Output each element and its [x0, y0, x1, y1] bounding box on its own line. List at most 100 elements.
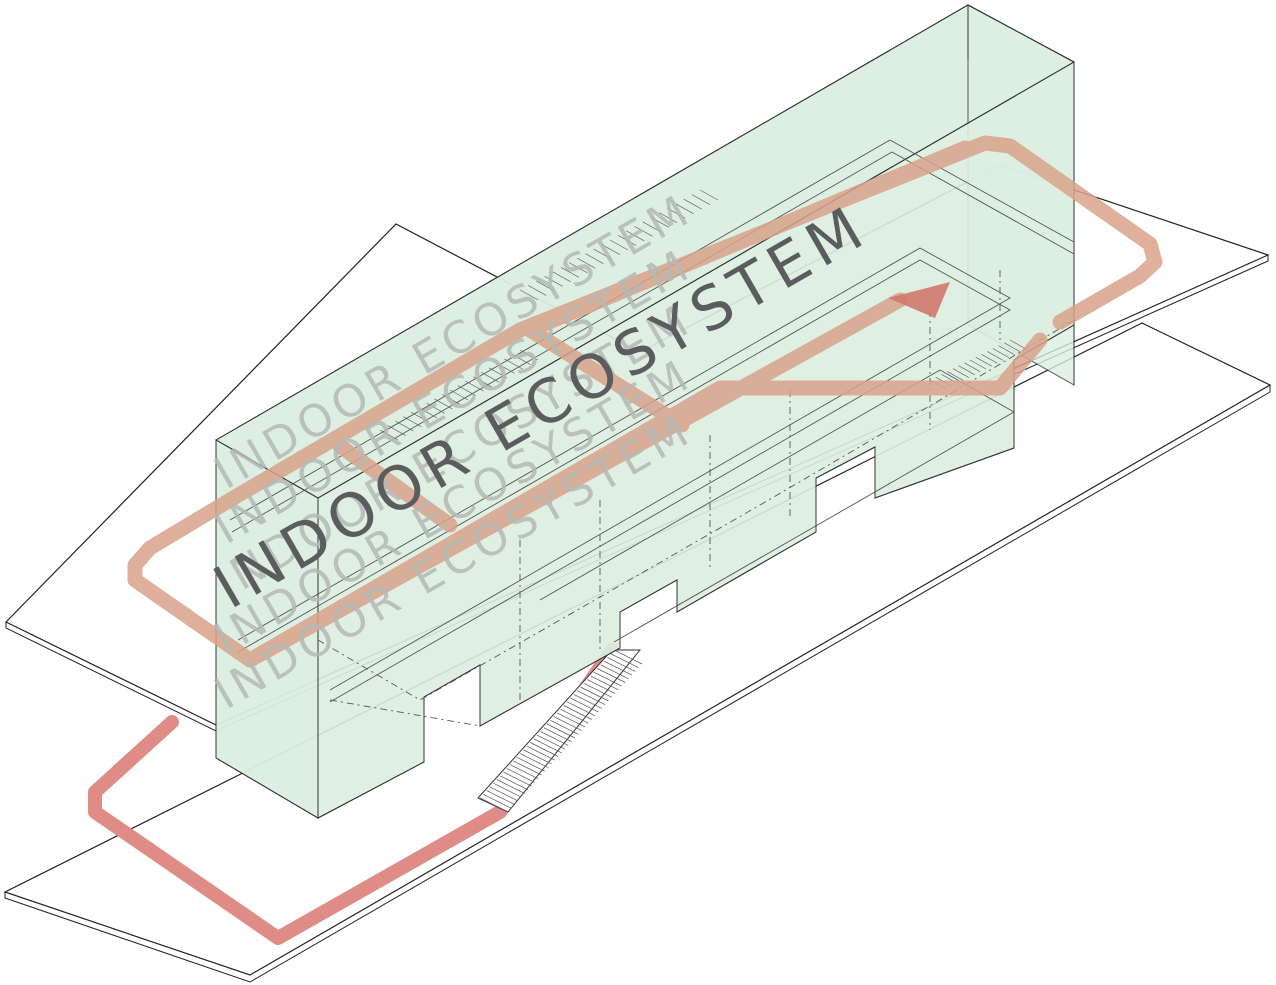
stair-tread — [523, 749, 552, 765]
stair-tread — [513, 760, 542, 776]
stair-tread — [650, 216, 670, 228]
stair-tread — [585, 253, 604, 264]
stair-tread — [597, 668, 626, 683]
stair-tread — [600, 664, 629, 680]
stair-tread — [442, 394, 461, 405]
stair-tread — [556, 712, 586, 728]
stair-tread — [553, 716, 582, 731]
stair-tread — [1009, 339, 1027, 350]
stair-tread — [465, 380, 484, 392]
stair-tread — [516, 756, 546, 772]
stair-tread — [590, 675, 619, 691]
stair-tread — [975, 356, 992, 367]
stair-tread — [533, 738, 562, 754]
stair-tread — [613, 649, 643, 665]
stair-tread — [969, 359, 987, 370]
stair-tread — [607, 657, 636, 672]
stair-tread — [998, 345, 1015, 356]
interior-stairs — [379, 189, 1027, 441]
stair-tread — [540, 731, 569, 746]
stair-tread — [546, 723, 576, 739]
stair-tread — [493, 782, 522, 798]
stair-tread — [519, 289, 539, 301]
stair-tread — [583, 682, 613, 698]
stair-tread — [667, 207, 686, 219]
stair-tread — [658, 212, 678, 224]
stair-tread — [403, 416, 422, 427]
stair-tread — [395, 420, 414, 432]
stair-tread — [528, 285, 547, 296]
stair-tread — [593, 248, 612, 260]
stair-tread — [479, 797, 509, 813]
stair-tread — [496, 779, 525, 794]
stair-tread — [573, 694, 602, 709]
stair-tread — [552, 271, 571, 283]
stair-tread — [560, 266, 580, 278]
stair-tread — [609, 239, 629, 251]
stair-tread — [576, 690, 606, 706]
stair-tread — [544, 276, 563, 287]
stair-tread — [488, 367, 508, 379]
stair-tread — [486, 790, 515, 805]
stair-tread — [964, 362, 981, 373]
stair-tread — [634, 226, 653, 237]
stair-tread — [506, 768, 535, 783]
stair-tread — [981, 353, 998, 364]
stair-tread — [570, 697, 599, 713]
stair-tread — [699, 189, 719, 201]
stair-tread — [642, 221, 661, 233]
stair-tread — [512, 354, 531, 365]
stair-tread — [675, 203, 694, 214]
stair-tread — [986, 351, 1004, 361]
stair-tread — [587, 679, 616, 694]
stair-tread — [577, 257, 596, 269]
stair-tread — [593, 671, 623, 687]
stair-tread — [952, 368, 970, 378]
stair-tread — [580, 686, 609, 702]
stair-tread — [566, 701, 596, 717]
stair-tread — [449, 389, 469, 401]
stair-tread — [504, 358, 523, 370]
stair-tread — [519, 349, 539, 361]
stair-tread — [550, 719, 579, 735]
circulation-loop — [127, 135, 1163, 668]
stair-tread — [387, 425, 406, 436]
stair-tread — [536, 280, 555, 292]
stair-tread — [958, 365, 975, 376]
stair-tread — [509, 764, 539, 780]
stair-tread — [503, 771, 532, 787]
stair-tread — [992, 348, 1010, 358]
stair-tread — [530, 742, 559, 757]
stair-tread — [489, 786, 519, 802]
stair-tread — [457, 385, 476, 396]
stair-tread — [1004, 342, 1021, 353]
stair-tread — [499, 775, 529, 791]
stair-tread — [946, 371, 964, 381]
stair-tread — [683, 198, 702, 210]
stair-tread — [526, 745, 556, 761]
stair-tread — [618, 235, 637, 246]
direction-arrow — [888, 282, 950, 318]
stair-tread — [473, 376, 492, 387]
stair-tread — [483, 793, 512, 809]
stair-tread — [434, 398, 453, 410]
stair-tread — [379, 429, 399, 441]
stair-tread — [536, 734, 566, 750]
stair-tread — [543, 727, 572, 743]
stair-tread — [418, 407, 438, 419]
stair-tread — [563, 705, 592, 720]
stair-tread — [568, 262, 588, 274]
stair-tread — [426, 403, 445, 414]
stair-tread — [480, 371, 500, 383]
stair-tread — [410, 411, 430, 423]
stair-tread — [610, 653, 639, 669]
exterior-stair — [477, 649, 643, 813]
stair-tread — [626, 230, 645, 242]
stair-tread — [691, 194, 710, 205]
stair-tread — [560, 708, 589, 724]
stair-tread — [603, 660, 633, 676]
stair-tread — [496, 363, 515, 374]
stair-tread — [520, 753, 549, 768]
stair-tread — [601, 244, 620, 255]
